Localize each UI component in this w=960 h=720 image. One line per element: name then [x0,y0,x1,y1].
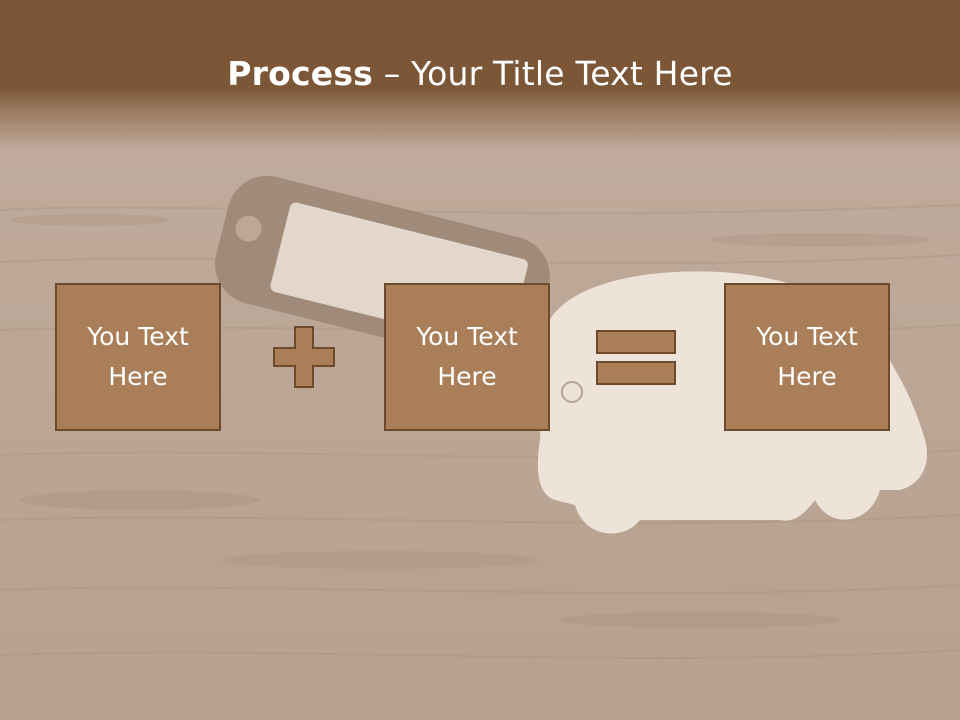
process-box-3[interactable]: You Text Here [724,283,890,431]
title-bold: Process [227,54,374,93]
process-box-3-text: You Text Here [756,322,858,391]
equals-icon [596,330,676,385]
process-box-2[interactable]: You Text Here [384,283,550,431]
title-bar [0,0,960,150]
plus-icon [273,326,335,388]
process-box-2-text: You Text Here [416,322,518,391]
process-box-1[interactable]: You Text Here [55,283,221,431]
slide-title: Process – Your Title Text Here [0,54,960,93]
title-rest: – Your Title Text Here [373,54,733,93]
process-box-1-text: You Text Here [87,322,189,391]
